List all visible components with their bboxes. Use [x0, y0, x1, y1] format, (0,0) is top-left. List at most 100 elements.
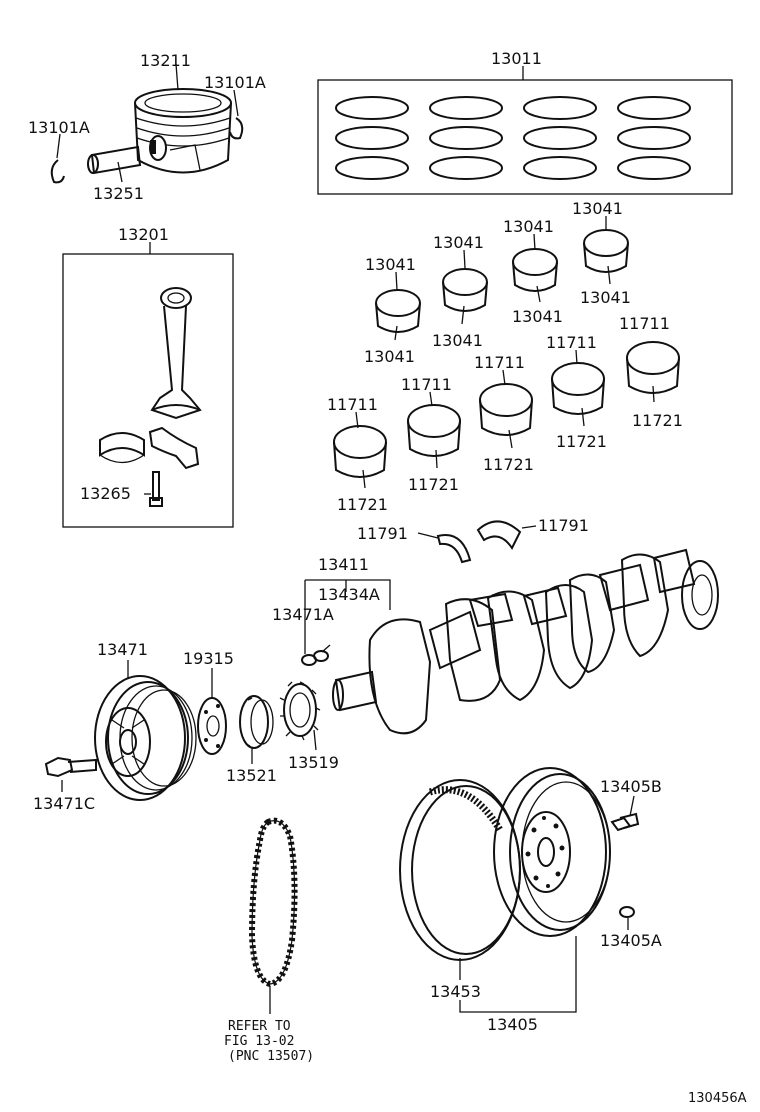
- leader-11721-c: [508, 429, 513, 449]
- label-13411: 13411: [318, 555, 369, 574]
- label-13265: 13265: [80, 484, 131, 503]
- main-bearing-3: [479, 383, 533, 436]
- leader-13471a: [321, 644, 331, 653]
- leader-13041-b: [394, 325, 398, 341]
- label-13453: 13453: [430, 982, 481, 1001]
- label-13519: 13519: [288, 753, 339, 772]
- flywheel: [493, 767, 611, 937]
- leader-13411: [305, 579, 391, 610]
- label-13251: 13251: [93, 184, 144, 203]
- refer-note-line-3: (PNC 13507): [228, 1049, 314, 1064]
- label-13471c: 13471C: [33, 794, 95, 813]
- refer-note-line-1: REFER TO: [228, 1019, 291, 1034]
- label-13201: 13201: [118, 225, 169, 244]
- label-13041-f: 13041: [512, 307, 563, 326]
- leader-13519: [313, 729, 317, 751]
- label-11711-c: 11711: [474, 353, 525, 372]
- leader-13041-f: [536, 285, 541, 303]
- label-13041-b: 13041: [364, 347, 415, 366]
- label-13041-c: 13041: [433, 233, 484, 252]
- refer-note-line-2: FIG 13-02: [224, 1034, 294, 1049]
- piston-rings: [335, 96, 691, 180]
- spacer-13521: [239, 695, 274, 749]
- piston-assembly: [134, 88, 232, 174]
- label-13041-e: 13041: [503, 217, 554, 236]
- label-13101a-right: 13101A: [204, 73, 266, 92]
- label-13521: 13521: [226, 766, 277, 785]
- leader-11711-d: [575, 349, 578, 365]
- leader-11711-b: [429, 391, 433, 407]
- label-13405: 13405: [487, 1015, 538, 1034]
- leader-13101a-right: [233, 89, 239, 117]
- bearing-13041-4: [583, 229, 629, 273]
- ring-set-1: [335, 96, 409, 180]
- label-11721-c: 11721: [483, 455, 534, 474]
- leader-11721-e: [652, 385, 655, 403]
- leader-11791-left: [417, 532, 439, 539]
- main-bearing-4: [551, 362, 605, 415]
- leader-13405: [459, 936, 577, 1013]
- label-13011: 13011: [491, 49, 542, 68]
- label-11791-right: 11791: [538, 516, 589, 535]
- leader-13041-e: [533, 233, 536, 251]
- bearing-13041-3: [512, 248, 558, 292]
- ring-set-3: [523, 96, 597, 180]
- crank-sprocket-13519: [279, 681, 321, 741]
- label-13471a: 13471A: [272, 605, 334, 624]
- label-11721-d: 11721: [556, 432, 607, 451]
- label-13471: 13471: [97, 640, 148, 659]
- rod-bearing: [99, 432, 145, 464]
- connecting-rod: [150, 287, 202, 420]
- label-19315: 19315: [183, 649, 234, 668]
- leader-11711-c: [502, 369, 506, 386]
- label-13041-h: 13041: [580, 288, 631, 307]
- crankshaft-keys: [301, 650, 329, 666]
- bearing-13041-1: [375, 289, 421, 333]
- main-bearing-5: [626, 341, 680, 394]
- leader-11721-d: [581, 407, 585, 427]
- leader-13405b: [629, 795, 635, 817]
- label-11721-b: 11721: [408, 475, 459, 494]
- ring-set-box: [317, 79, 733, 195]
- leader-13041-c: [463, 249, 466, 269]
- main-bearing-2: [407, 404, 461, 457]
- leader-11721-b: [435, 449, 438, 469]
- label-11711-a: 11711: [327, 395, 378, 414]
- leader-13041-h: [607, 265, 611, 285]
- timing-chain: [248, 817, 298, 988]
- label-13041-g: 13041: [572, 199, 623, 218]
- leader-13041-d: [461, 305, 465, 325]
- bearings-13041: [375, 229, 629, 333]
- rod-bolt: [149, 471, 163, 507]
- leader-13251: [117, 161, 123, 183]
- label-13434a: 13434A: [318, 585, 380, 604]
- leader-11791-right: [521, 525, 537, 529]
- ring-set-4: [617, 96, 691, 180]
- label-13211: 13211: [140, 51, 191, 70]
- leader-11721-a: [362, 469, 366, 489]
- thrust-washer-right: [476, 520, 522, 550]
- leader-13041-a: [395, 271, 398, 291]
- thrust-washer-left: [436, 534, 472, 564]
- connecting-rod-box: [62, 253, 234, 528]
- leader-13211: [175, 63, 179, 91]
- label-11711-e: 11711: [619, 314, 670, 333]
- flywheel-bolt-13405b: [610, 812, 640, 832]
- figure-number: 130456A: [688, 1091, 747, 1106]
- label-13041-a: 13041: [365, 255, 416, 274]
- crankshaft-pulley: [94, 675, 197, 801]
- pulley-bolt: [44, 756, 97, 778]
- flywheel-dowel-13405a: [619, 906, 635, 918]
- ring-set-2: [429, 96, 503, 180]
- label-13101a-left: 13101A: [28, 118, 90, 137]
- crankshaft: [332, 548, 719, 735]
- label-11711-d: 11711: [546, 333, 597, 352]
- main-bearing-1: [333, 425, 387, 478]
- label-11711-b: 11711: [401, 375, 452, 394]
- leader-11711-a: [355, 411, 359, 429]
- label-13405b: 13405B: [600, 777, 662, 796]
- leader-13101a-left: [56, 133, 61, 159]
- sensor-plate-19315: [197, 697, 227, 755]
- label-11721-a: 11721: [337, 495, 388, 514]
